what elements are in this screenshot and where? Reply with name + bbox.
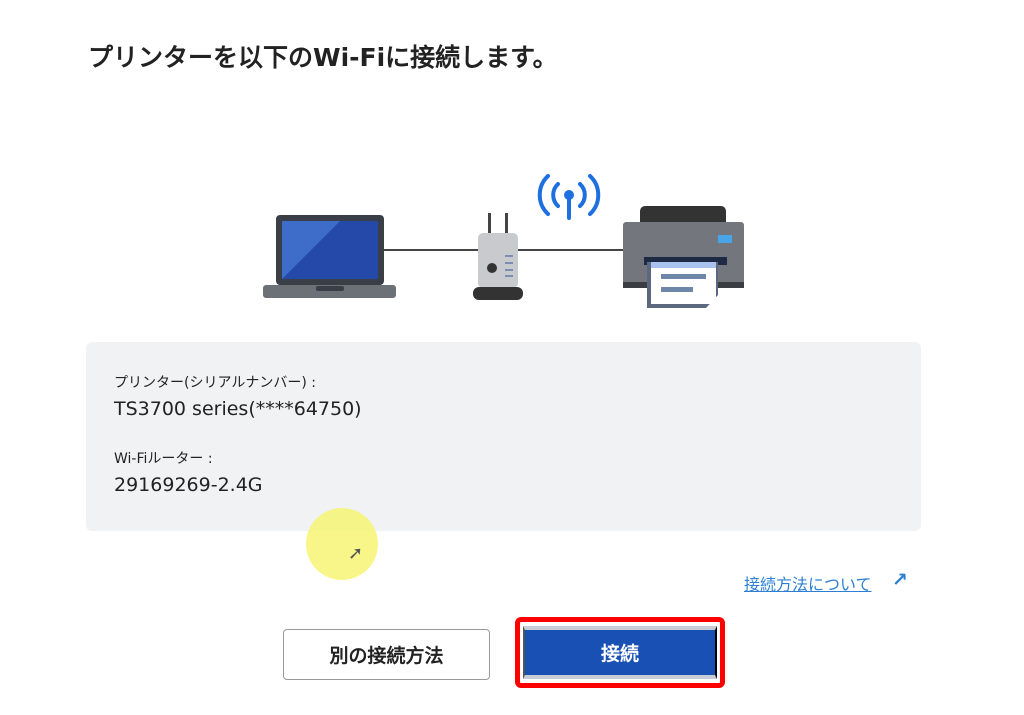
page-title: プリンターを以下のWi-Fiに接続します。: [88, 43, 558, 72]
highlight-frame: 接続: [515, 617, 725, 688]
wifi-signal-icon: [537, 174, 601, 220]
printer-label: プリンター(シリアルナンバー) :: [114, 375, 316, 391]
router-label: Wi-Fiルーター :: [114, 451, 213, 467]
laptop-icon: [263, 215, 396, 298]
router-value: 29169269-2.4G: [114, 474, 263, 496]
printer-value: TS3700 series(****64750): [114, 398, 362, 420]
connection-info-panel: プリンター(シリアルナンバー) : TS3700 series(****6475…: [86, 342, 921, 531]
connection-illustration: [263, 174, 744, 308]
router-icon: [473, 213, 523, 300]
alternate-connection-button[interactable]: 別の接続方法: [283, 629, 490, 680]
external-link-icon[interactable]: ↗: [892, 569, 908, 591]
cursor-highlight: [306, 508, 378, 580]
connect-button[interactable]: 接続: [523, 626, 717, 679]
mouse-pointer-icon: ➚: [348, 543, 364, 564]
printer-icon: [623, 206, 744, 308]
connection-method-help-link[interactable]: 接続方法について: [744, 575, 872, 594]
